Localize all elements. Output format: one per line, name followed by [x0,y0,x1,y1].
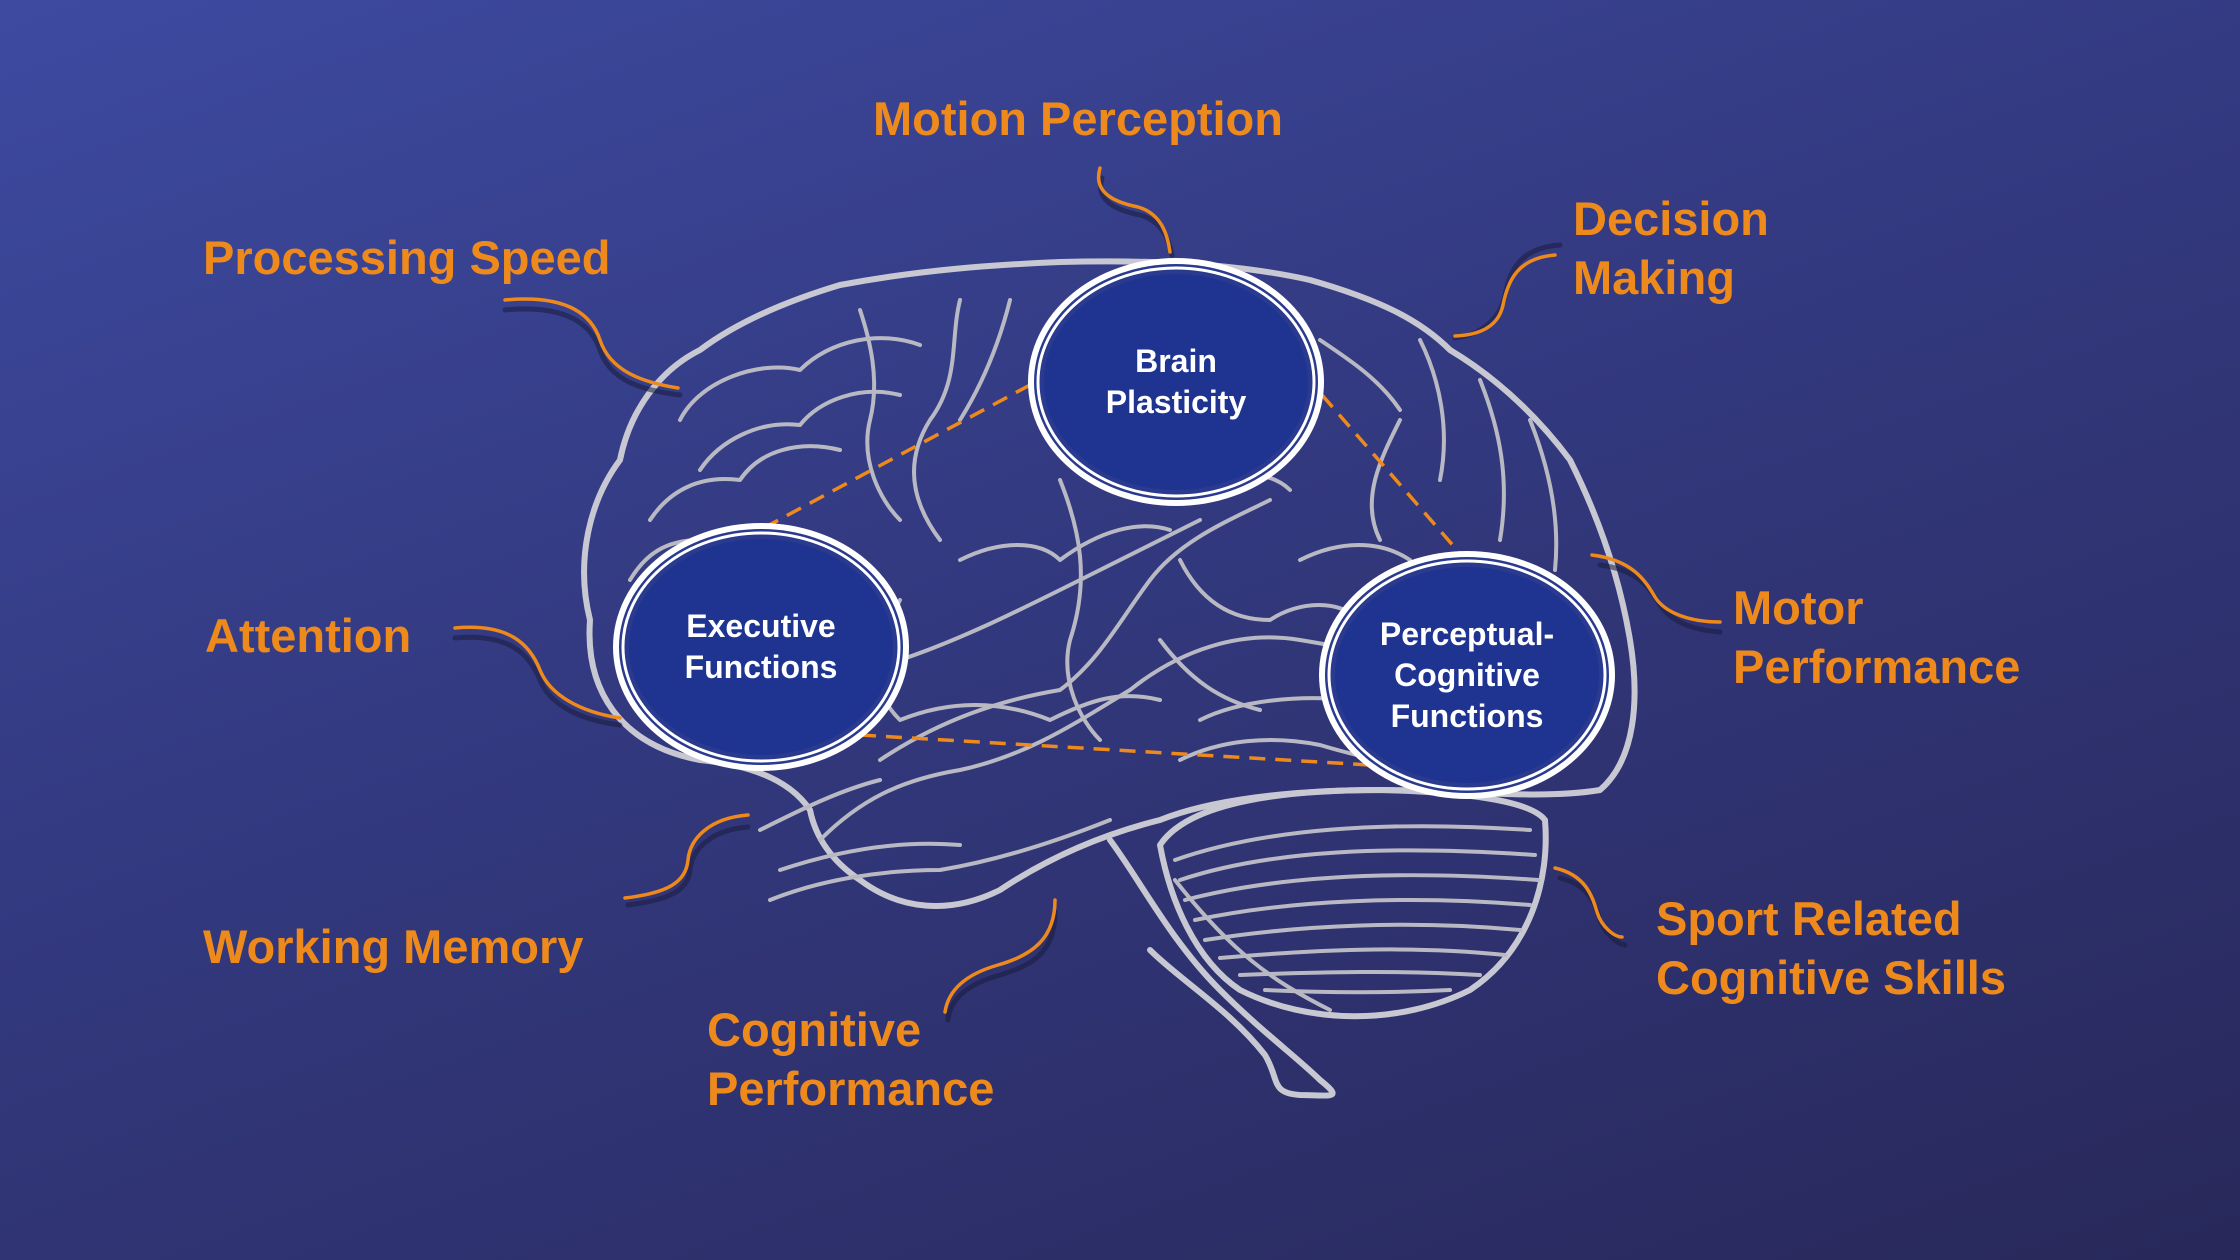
cerebellum [1157,787,1549,1020]
node-circles [613,258,1615,799]
leader-lines [452,166,1723,1023]
label-sport-related-cognitive-skills: Sport Related Cognitive Skills [1656,892,2006,1004]
label-attention: Attention [205,609,412,662]
label-motion-perception: Motion Perception [873,92,1283,145]
brain-stem [1107,837,1336,1099]
label-cognitive-performance: Cognitive Performance [707,1003,995,1115]
label-processing-speed: Processing Speed [203,231,611,284]
node-executive-functions: Executive Functions [684,608,838,685]
node-connectors [759,383,1472,767]
label-working-memory: Working Memory [203,920,584,973]
label-motor-performance: Motor Performance [1733,581,2021,693]
node-perceptual-cognitive-functions: Perceptual- Cognitive Functions [1379,615,1555,734]
label-decision-making: Decision Making [1573,192,1769,304]
node-brain-plasticity: Brain Plasticity [1105,343,1247,420]
